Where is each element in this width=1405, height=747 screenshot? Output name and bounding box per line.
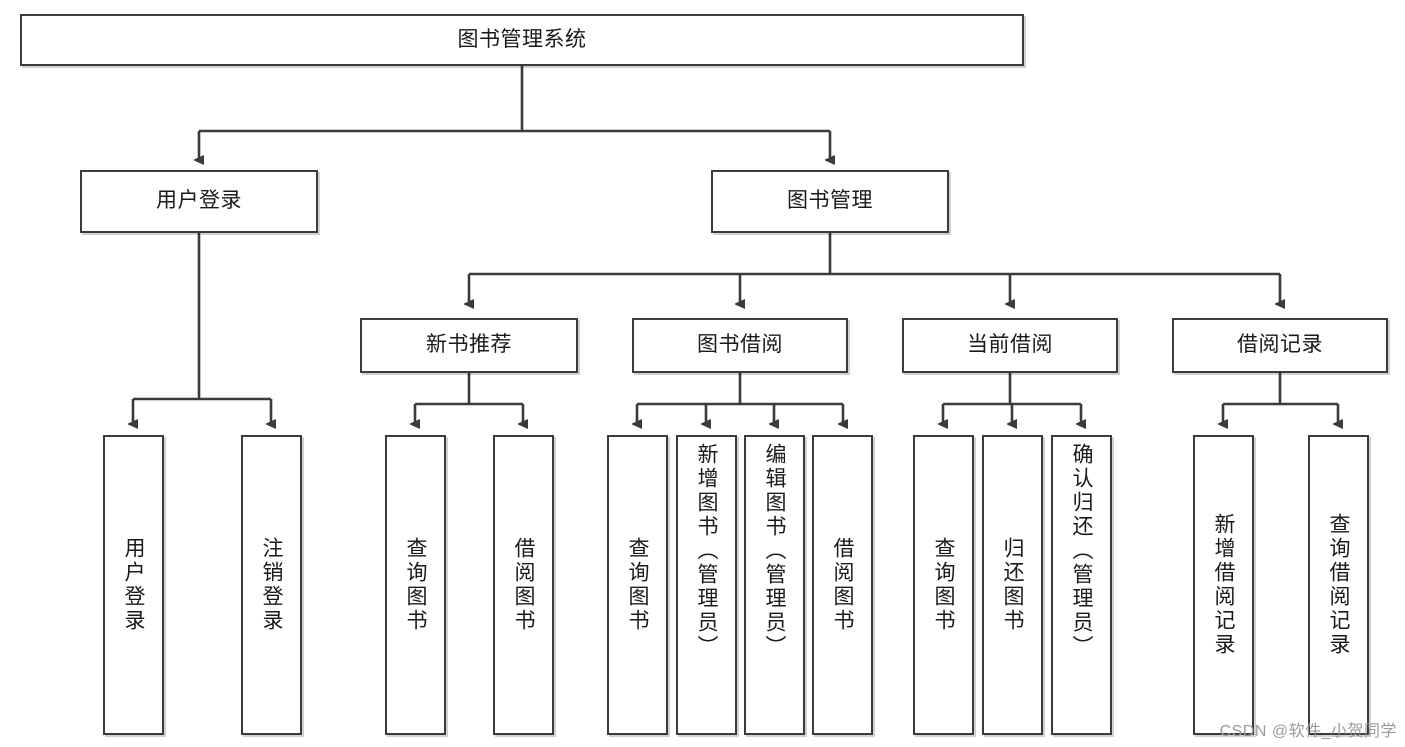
node-label: 借阅图书 <box>512 537 535 633</box>
node-label: 当前借阅 <box>967 333 1053 357</box>
node-label: 用户登录 <box>156 189 242 213</box>
node-label: 借阅图书 <box>831 537 854 633</box>
node-current-borrow[interactable]: 当前借阅 <box>902 318 1118 373</box>
node-label: 归还图书 <box>1001 537 1024 633</box>
node-label: 查询图书 <box>404 537 427 633</box>
leaf-borrow-query-book[interactable]: 查询图书 <box>607 435 668 735</box>
leaf-record-query-record[interactable]: 查询借阅记录 <box>1308 435 1369 735</box>
node-label: 编辑图书（管理员） <box>763 443 786 659</box>
node-borrow-record[interactable]: 借阅记录 <box>1172 318 1388 373</box>
leaf-borrow-borrow-book[interactable]: 借阅图书 <box>812 435 873 735</box>
node-label: 图书管理 <box>787 189 873 213</box>
node-label: 新增借阅记录 <box>1212 513 1235 657</box>
node-label: 图书管理系统 <box>457 27 587 51</box>
node-label: 用户登录 <box>122 537 145 633</box>
node-label: 图书借阅 <box>697 333 783 357</box>
node-label: 借阅记录 <box>1237 333 1323 357</box>
node-root-system[interactable]: 图书管理系统 <box>20 14 1024 66</box>
leaf-new-book-query[interactable]: 查询图书 <box>385 435 446 735</box>
node-book-borrow[interactable]: 图书借阅 <box>632 318 848 373</box>
node-book-management[interactable]: 图书管理 <box>711 170 949 233</box>
leaf-current-query-book[interactable]: 查询图书 <box>913 435 974 735</box>
node-new-book-recommend[interactable]: 新书推荐 <box>360 318 578 373</box>
leaf-current-return-book[interactable]: 归还图书 <box>982 435 1043 735</box>
node-user-login[interactable]: 用户登录 <box>80 170 318 233</box>
node-label: 查询图书 <box>626 537 649 633</box>
leaf-current-confirm-return-admin[interactable]: 确认归还（管理员） <box>1051 435 1112 735</box>
node-label: 查询借阅记录 <box>1327 513 1350 657</box>
node-label: 注销登录 <box>260 537 283 633</box>
watermark-text: CSDN @软件_小贺同学 <box>1219 723 1397 740</box>
node-label: 新增图书（管理员） <box>695 443 718 659</box>
node-label: 新书推荐 <box>426 333 512 357</box>
leaf-borrow-edit-book-admin[interactable]: 编辑图书（管理员） <box>744 435 805 735</box>
leaf-new-book-borrow[interactable]: 借阅图书 <box>493 435 554 735</box>
leaf-record-add-record[interactable]: 新增借阅记录 <box>1193 435 1254 735</box>
leaf-borrow-add-book-admin[interactable]: 新增图书（管理员） <box>676 435 737 735</box>
leaf-user-login-login[interactable]: 用户登录 <box>103 435 164 735</box>
node-label: 查询图书 <box>932 537 955 633</box>
node-label: 确认归还（管理员） <box>1070 443 1093 659</box>
leaf-user-login-logout[interactable]: 注销登录 <box>241 435 302 735</box>
